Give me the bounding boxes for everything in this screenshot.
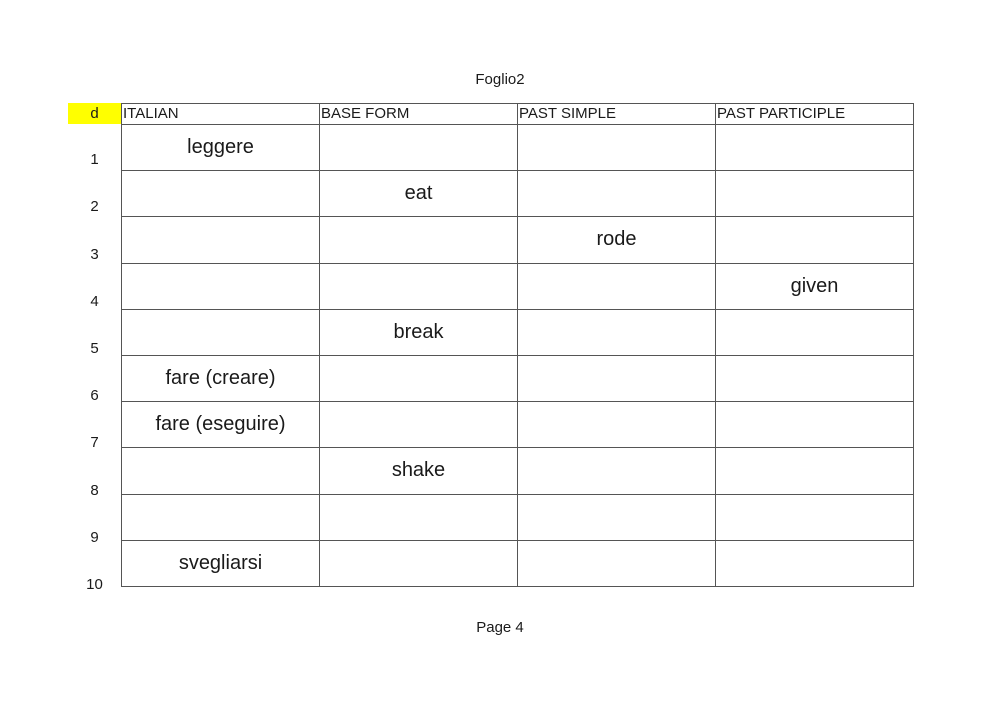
- row-number: 8: [90, 481, 99, 499]
- cell-past-simple[interactable]: [517, 447, 716, 495]
- table-row: break: [121, 308, 914, 356]
- cell-base-form[interactable]: [319, 354, 518, 403]
- cell-base-form[interactable]: [319, 262, 518, 310]
- cell-base-form[interactable]: [319, 401, 518, 449]
- cell-past-participle[interactable]: [715, 170, 914, 218]
- row-number: 1: [90, 151, 99, 169]
- row-number: 4: [90, 292, 99, 310]
- cell-past-simple[interactable]: [517, 123, 716, 172]
- cell-italian[interactable]: fare (eseguire): [121, 401, 320, 449]
- verb-table: ITALIAN BASE FORM PAST SIMPLE PAST PARTI…: [121, 103, 914, 587]
- header-row: ITALIAN BASE FORM PAST SIMPLE PAST PARTI…: [121, 103, 914, 125]
- row-number: 3: [90, 245, 99, 263]
- row-number: 2: [90, 198, 99, 216]
- cell-past-simple[interactable]: [517, 262, 716, 310]
- table-row: fare (creare): [121, 354, 914, 403]
- table-row: given: [121, 262, 914, 310]
- header-base-form: BASE FORM: [319, 103, 518, 125]
- table-row: fare (eseguire): [121, 401, 914, 449]
- cell-italian[interactable]: svegliarsi: [121, 539, 320, 587]
- row-numbers: 1 2 3 4 5 6 7 8 9 10: [68, 124, 121, 596]
- cell-past-participle[interactable]: [715, 447, 914, 495]
- table-row: [121, 493, 914, 541]
- cell-base-form[interactable]: [319, 216, 518, 264]
- row-number: 10: [86, 575, 103, 593]
- table-row: rode: [121, 216, 914, 264]
- cell-past-participle[interactable]: [715, 493, 914, 541]
- cell-past-simple[interactable]: rode: [517, 216, 716, 264]
- row-number: 7: [90, 434, 99, 452]
- cell-italian[interactable]: [121, 216, 320, 264]
- table-row: leggere: [121, 123, 914, 172]
- cell-past-simple[interactable]: [517, 308, 716, 356]
- cell-past-participle[interactable]: [715, 401, 914, 449]
- cell-past-simple[interactable]: [517, 354, 716, 403]
- cell-past-participle[interactable]: [715, 354, 914, 403]
- cell-past-participle[interactable]: [715, 216, 914, 264]
- header-past-participle: PAST PARTICIPLE: [715, 103, 914, 125]
- cell-past-simple[interactable]: [517, 401, 716, 449]
- row-number: 6: [90, 387, 99, 405]
- table-row: eat: [121, 170, 914, 218]
- cell-italian[interactable]: fare (creare): [121, 354, 320, 403]
- cell-past-participle[interactable]: [715, 308, 914, 356]
- corner-label: d: [68, 103, 121, 124]
- cell-italian[interactable]: [121, 447, 320, 495]
- table-row: svegliarsi: [121, 539, 914, 587]
- sheet-title: Foglio2: [475, 71, 525, 88]
- cell-base-form[interactable]: shake: [319, 447, 518, 495]
- cell-base-form[interactable]: [319, 539, 518, 587]
- table-row: shake: [121, 447, 914, 495]
- row-number: 5: [90, 339, 99, 357]
- cell-base-form[interactable]: [319, 123, 518, 172]
- cell-italian[interactable]: [121, 493, 320, 541]
- cell-base-form[interactable]: eat: [319, 170, 518, 218]
- cell-italian[interactable]: [121, 308, 320, 356]
- cell-italian[interactable]: [121, 262, 320, 310]
- cell-past-participle[interactable]: [715, 539, 914, 587]
- header-italian: ITALIAN: [121, 103, 320, 125]
- cell-base-form[interactable]: [319, 493, 518, 541]
- cell-base-form[interactable]: break: [319, 308, 518, 356]
- row-number: 9: [90, 528, 99, 546]
- cell-past-simple[interactable]: [517, 539, 716, 587]
- cell-past-simple[interactable]: [517, 493, 716, 541]
- cell-past-simple[interactable]: [517, 170, 716, 218]
- page-number: Page 4: [476, 619, 524, 636]
- cell-past-participle[interactable]: [715, 123, 914, 172]
- cell-italian[interactable]: leggere: [121, 123, 320, 172]
- header-past-simple: PAST SIMPLE: [517, 103, 716, 125]
- cell-past-participle[interactable]: given: [715, 262, 914, 310]
- cell-italian[interactable]: [121, 170, 320, 218]
